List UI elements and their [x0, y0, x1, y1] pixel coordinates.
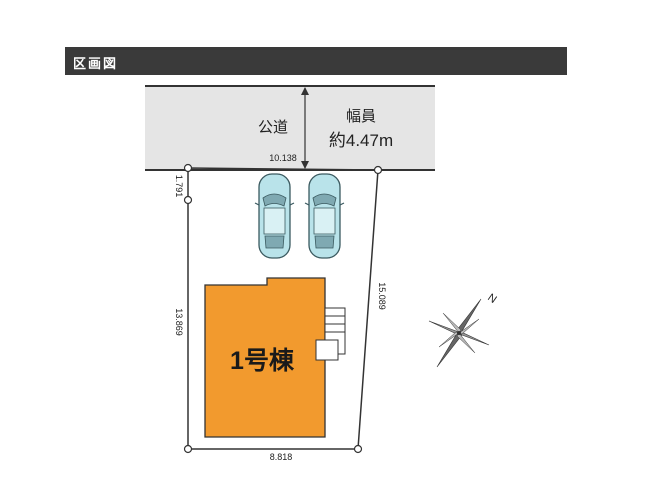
dimension-bottom: 8.818: [270, 452, 293, 462]
dimension-top: 10.138: [269, 153, 297, 163]
road-width-value: 約4.47m: [329, 131, 393, 150]
section-header: 区画図: [65, 47, 567, 75]
corner-marker: [353, 444, 363, 454]
corner-marker: [183, 195, 193, 205]
arrow-head-top: [301, 87, 309, 95]
car-icon: [254, 173, 295, 259]
building-label: 1号棟: [230, 347, 295, 375]
car-icon: [304, 173, 345, 259]
arrow-head-bottom: [301, 161, 309, 169]
road-area: [145, 86, 435, 170]
building-footprint: [204, 277, 326, 438]
header-title: 区画図: [73, 57, 119, 72]
entrance-steps: [315, 307, 346, 361]
dimension-right: 15.089: [377, 282, 387, 310]
dimension-left-lower: 13.869: [174, 308, 184, 336]
dimension-left-upper: 1.791: [174, 175, 184, 198]
road-label: 公道: [258, 119, 288, 136]
road-width-title: 幅員: [346, 108, 376, 125]
compass-icon: [428, 298, 490, 368]
compass-north-label: N: [485, 292, 498, 306]
corner-marker: [373, 165, 383, 175]
corner-marker: [183, 444, 193, 454]
corner-marker: [183, 163, 193, 173]
